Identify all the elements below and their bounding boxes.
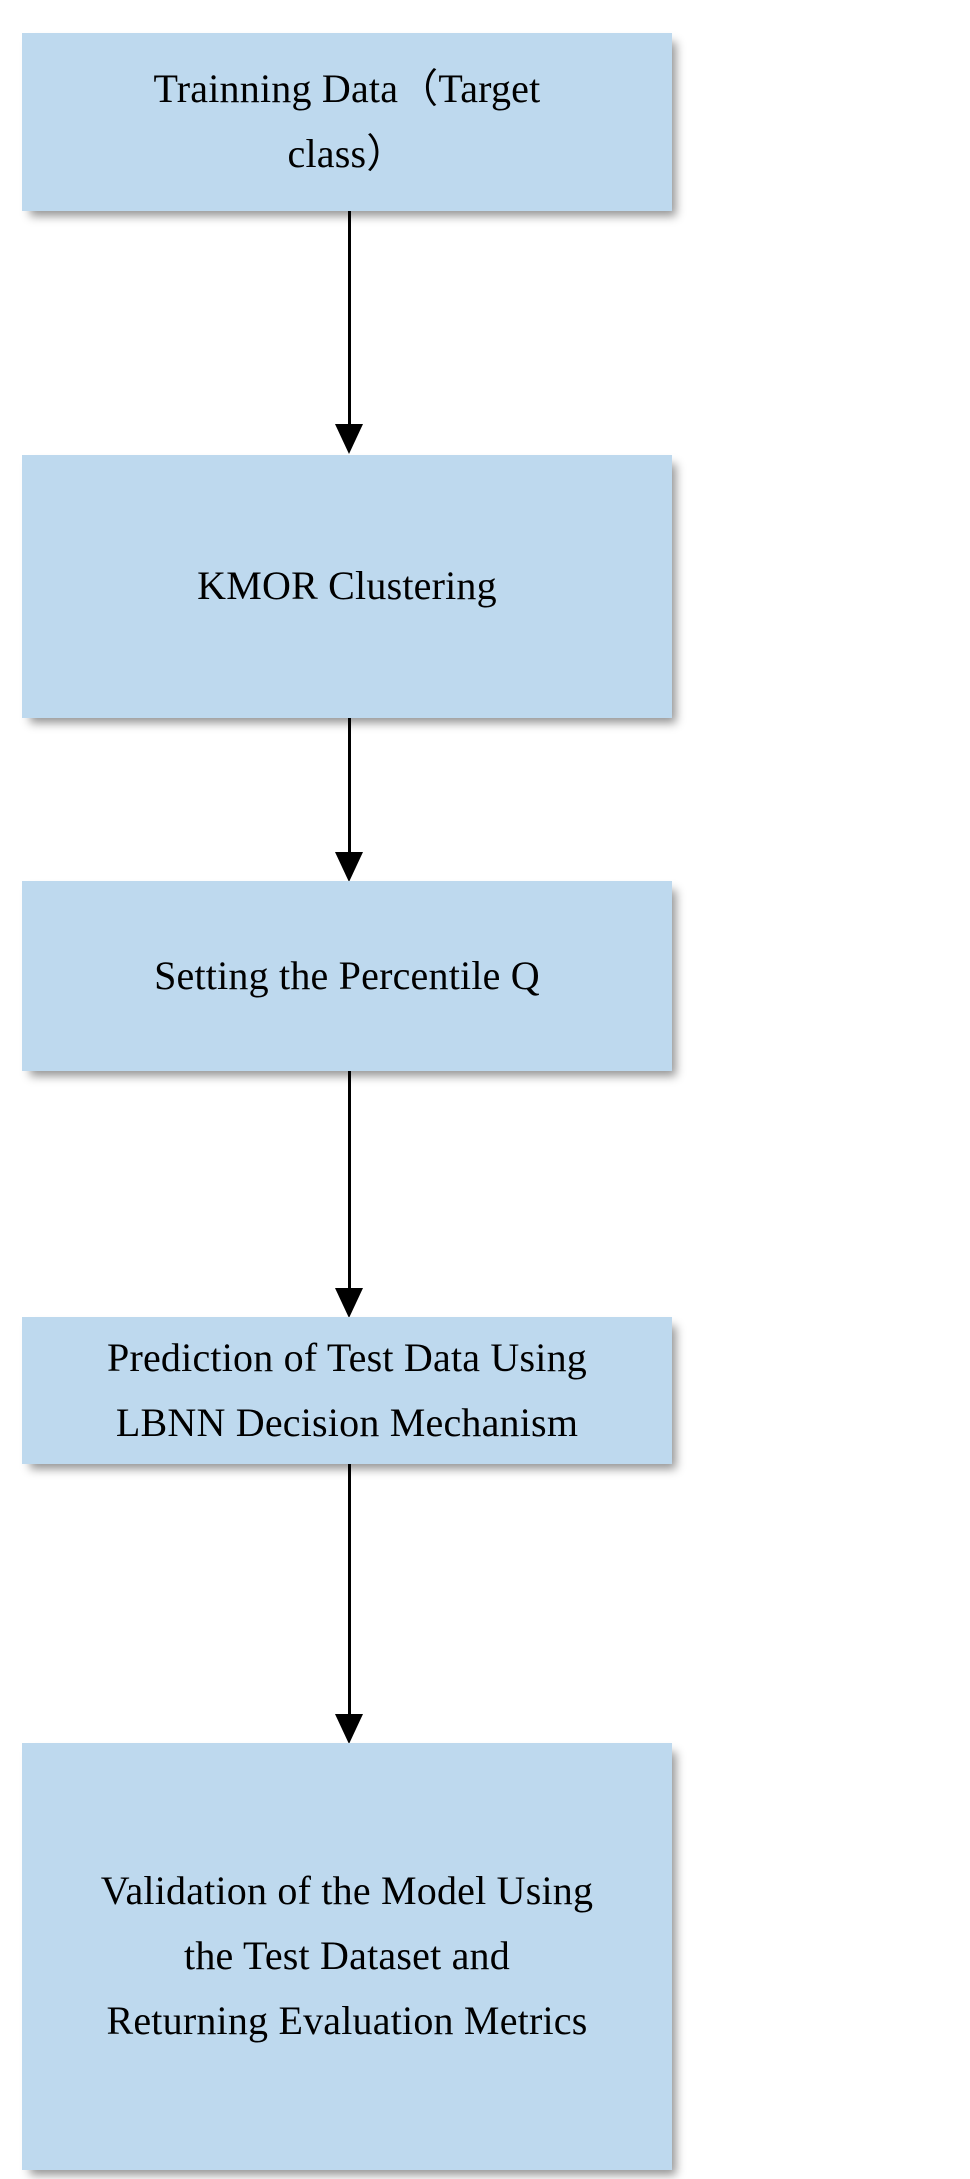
flow-node-kmor-clustering-label: KMOR Clustering: [197, 563, 497, 609]
arrow-training-to-kmor: [335, 211, 363, 454]
flow-node-prediction-test-data[interactable]: Prediction of Test Data Using LBNN Decis…: [22, 1317, 672, 1464]
arrow-percentile-to-prediction: [335, 1071, 363, 1318]
arrow-shaft: [348, 718, 351, 852]
arrow-head-down-icon: [335, 1714, 363, 1744]
arrow-prediction-to-validation: [335, 1464, 363, 1744]
flow-node-validation-of-model[interactable]: Validation of the Model Using the Test D…: [22, 1743, 672, 2170]
arrow-head-down-icon: [335, 424, 363, 454]
flow-node-validation-of-model-label: Validation of the Model Using the Test D…: [100, 1868, 594, 2043]
flow-node-kmor-clustering[interactable]: KMOR Clustering: [22, 455, 672, 718]
arrow-shaft: [348, 1071, 351, 1288]
flow-node-training-data-label: Trainning Data（Target class）: [153, 66, 541, 176]
flow-node-training-data[interactable]: Trainning Data（Target class）: [22, 33, 672, 211]
arrow-shaft: [348, 211, 351, 424]
arrow-shaft: [348, 1464, 351, 1714]
flow-node-setting-percentile-q[interactable]: Setting the Percentile Q: [22, 881, 672, 1071]
flow-node-prediction-test-data-label: Prediction of Test Data Using LBNN Decis…: [107, 1334, 587, 1445]
arrow-kmor-to-percentile: [335, 718, 363, 882]
arrow-head-down-icon: [335, 1288, 363, 1318]
arrow-head-down-icon: [335, 852, 363, 882]
flow-node-setting-percentile-q-label: Setting the Percentile Q: [154, 952, 540, 998]
